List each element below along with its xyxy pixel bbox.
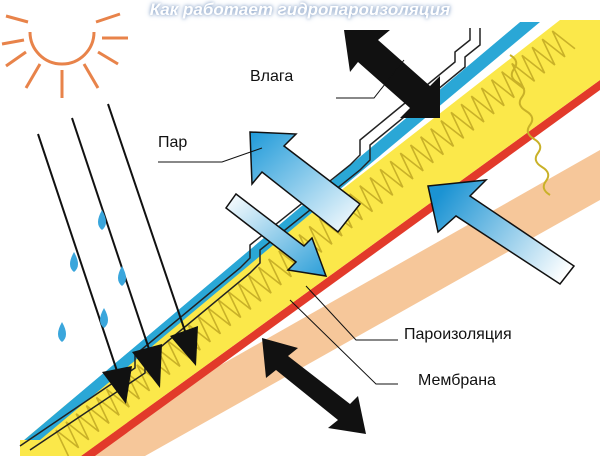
insulation-zigzag: [55, 30, 576, 456]
steam-arrow-icon: [249, 131, 362, 234]
sun-icon: [1, 12, 128, 98]
water-drop-icon: [70, 252, 78, 272]
label-steam: Пар: [158, 134, 188, 151]
rain-arrows: [37, 103, 198, 404]
water-drops: [58, 210, 126, 342]
rain-arrow-icon: [71, 117, 162, 388]
steam-arrow-icon: [224, 192, 328, 277]
label-vapor-barrier: Пароизоляция: [404, 326, 512, 343]
diagram-title: Как работает гидропароизоляция: [149, 0, 451, 19]
insulation-layer: [20, 20, 600, 456]
label-moisture: Влага: [250, 68, 294, 85]
steam-arrow-icon: [427, 179, 576, 286]
water-drop-icon: [100, 308, 108, 328]
water-drop-icon: [98, 210, 106, 230]
water-drop-icon: [118, 266, 126, 286]
leader-lines: [158, 59, 405, 385]
water-drop-icon: [58, 322, 66, 342]
moisture-arrow-icon: [262, 338, 366, 434]
moisture-arrow-icon: [344, 30, 440, 118]
leader-vapor-barrier: [305, 285, 398, 341]
leader-moisture: [336, 59, 405, 99]
insulation-wave: [509, 54, 551, 196]
rain-arrow-icon: [37, 133, 132, 404]
insulation-pattern: [55, 30, 576, 456]
label-membrane: Мембрана: [418, 372, 496, 389]
leader-membrane: [289, 299, 398, 385]
rain-arrow-icon: [107, 103, 198, 366]
leader-steam: [158, 147, 263, 163]
